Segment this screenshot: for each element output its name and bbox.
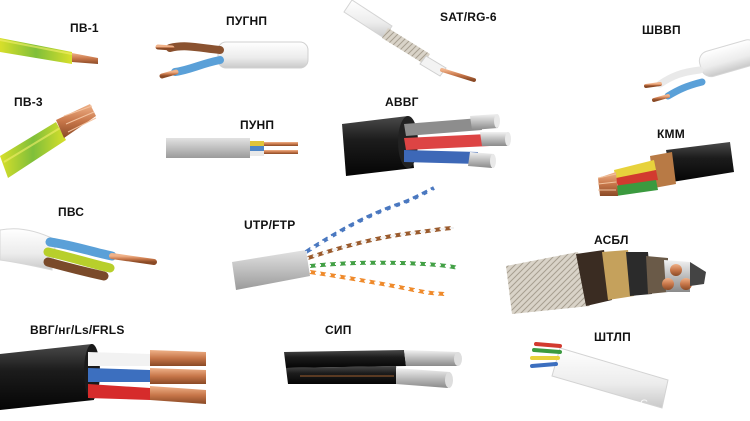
- label-shtlp: ШТЛП: [594, 330, 631, 344]
- cable-shvvp: [644, 39, 750, 102]
- cable-punp: [166, 138, 298, 158]
- cable-sip: [284, 350, 462, 388]
- cable-pv3: [0, 104, 97, 178]
- cable-sat-rg6: [343, 0, 476, 82]
- label-kmm: КММ: [657, 127, 685, 141]
- label-sip: СИП: [325, 323, 352, 337]
- cable-utp-ftp: [232, 186, 459, 296]
- label-pvs: ПВС: [58, 205, 85, 219]
- cable-pvs: [0, 228, 157, 281]
- label-pv3: ПВ-3: [14, 95, 43, 109]
- label-asbl: АСБЛ: [594, 233, 629, 247]
- label-vvg-ng-ls-frls: ВВГ/нг/Ls/FRLS: [30, 323, 125, 337]
- cable-pv1: [0, 38, 98, 64]
- cable-vvg-ng-ls-frls: [0, 344, 206, 410]
- label-shvvp: ШВВП: [642, 23, 681, 37]
- label-punp: ПУНП: [240, 118, 275, 132]
- cable-avvg: [342, 114, 511, 176]
- label-pv1: ПВ-1: [70, 21, 99, 35]
- cable-kmm: [597, 142, 734, 196]
- label-utp-ftp: UTP/FTP: [244, 218, 296, 232]
- label-pugnp: ПУГНП: [226, 14, 268, 28]
- cable-pugnp: [155, 41, 309, 79]
- cable-shtlp: [530, 342, 669, 409]
- label-avvg: АВВГ: [385, 95, 419, 109]
- watermark: С: [640, 398, 648, 410]
- cable-asbl: [506, 250, 706, 314]
- label-sat-rg6: SAT/RG-6: [440, 10, 497, 24]
